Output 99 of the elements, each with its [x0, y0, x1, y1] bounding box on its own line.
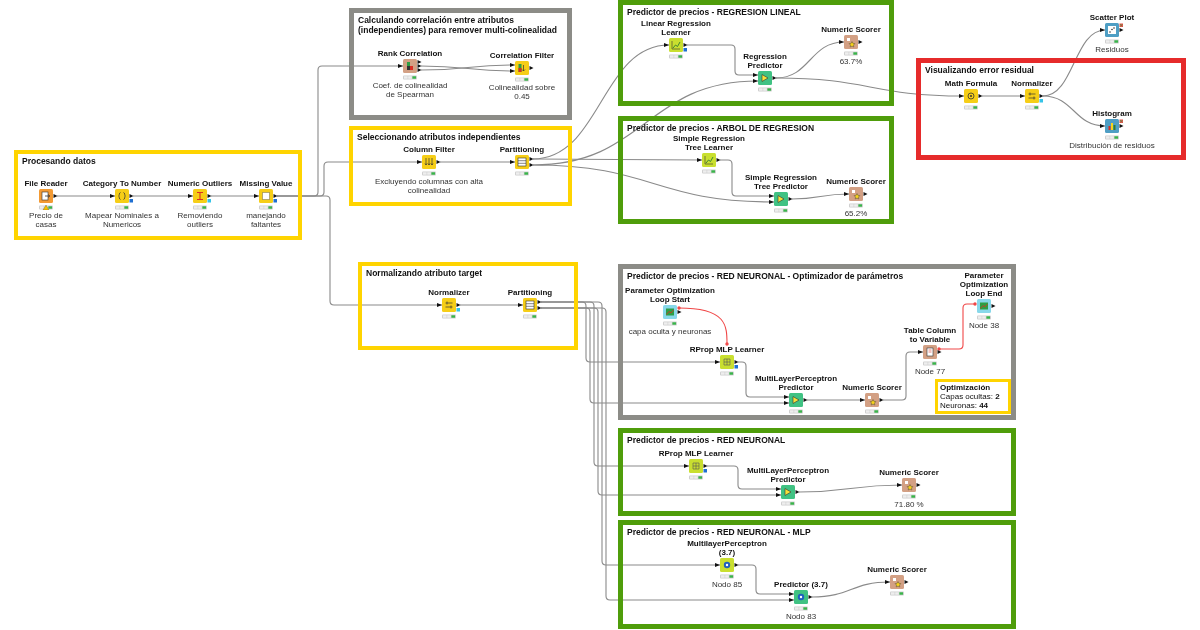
connection: [532, 164, 775, 204]
connection: [56, 194, 116, 198]
node-comment: Coef. de colinealidad de Spearman: [372, 81, 448, 99]
node-label: Scatter Plot: [1089, 13, 1135, 22]
connection: [540, 307, 795, 602]
group-title: Predictor de precios - REGRESION LINEAL: [627, 7, 801, 17]
connection: [1042, 95, 1106, 128]
node-label: Normalizer: [1011, 79, 1053, 88]
node-comment: capa oculta y neuronas: [628, 327, 712, 336]
node-label: MultiLayerPerceptron Predictor: [746, 466, 830, 484]
group-title: Predictor de precios - ARBOL DE REGRESION: [627, 123, 815, 133]
group-title: Predictor de precios - RED NEURONAL: [627, 435, 786, 445]
connection: [737, 564, 795, 596]
group-title: Visualizando error residual: [925, 65, 1034, 75]
node-label: Partitioning: [507, 288, 553, 297]
connection: [981, 94, 1026, 98]
node-label: Numeric Scorer: [879, 468, 939, 477]
node-label: Simple Regression Tree Learner: [672, 134, 746, 152]
connection: [132, 194, 194, 198]
group-title: Predictor de precios - RED NEURONAL - MLP: [627, 527, 811, 537]
node-label: RProp MLP Learner: [658, 449, 734, 458]
group-frame: [618, 116, 894, 224]
node-label: Normalizer: [428, 288, 470, 297]
connection: [737, 361, 790, 399]
node-label: Numeric Scorer: [867, 565, 927, 574]
connection: [706, 465, 782, 491]
group-frame: [358, 262, 578, 350]
variable-connection: [937, 302, 977, 351]
variable-connection: [677, 306, 729, 346]
node-comment: manejando faltantes: [245, 211, 287, 229]
node-label: MultilayerPerceptron (3.7): [686, 539, 768, 557]
note-frame: [935, 379, 1011, 414]
node-label: RProp MLP Learner: [689, 345, 765, 354]
group-title: Calculando correlación entre atributos (independientes) para remover multi-colinealidad: [358, 15, 558, 35]
connection: [775, 77, 965, 98]
node-label: Math Formula: [944, 79, 998, 88]
node-comment: 63.7%: [839, 57, 863, 66]
group-frame: [618, 428, 1016, 516]
connection: [811, 580, 891, 598]
node-label: Category To Number: [82, 179, 162, 188]
group-frame: [618, 520, 1016, 629]
group-title: Procesando datos: [22, 156, 96, 166]
connection: [532, 158, 703, 162]
connection: [459, 303, 524, 307]
node-label: Regression Predictor: [742, 52, 788, 70]
node-label: Missing Value: [239, 179, 293, 188]
connection: [276, 195, 443, 307]
node-comment: Excluyendo columnas con alta colinealidad: [374, 177, 484, 195]
node-label: Numeric Scorer: [826, 177, 886, 186]
node-label: Column Filter: [403, 145, 455, 154]
connection: [210, 194, 260, 198]
connection: [791, 192, 850, 200]
connection: [882, 350, 924, 401]
node-comment: 65.2%: [844, 209, 868, 218]
group-frame: [916, 58, 1186, 160]
note-text: Capas ocultas: 2: [940, 392, 1000, 401]
node-comment: Precio de casas: [28, 211, 64, 229]
node-label: Table Column to Variable: [902, 326, 958, 344]
connection: [719, 159, 775, 198]
node-label: Numeric Scorer: [842, 383, 902, 392]
group-frame: [14, 150, 302, 240]
group-title: Normalizando atributo target: [366, 268, 483, 278]
connection: [1042, 28, 1106, 97]
node-label: Numeric Scorer: [821, 25, 881, 34]
group-frame: [618, 0, 894, 106]
note-title: Optimización: [940, 383, 991, 392]
note-text: Neuronas: 44: [940, 401, 989, 410]
node-comment: Nodo 83: [785, 612, 817, 621]
node-comment: 71.80 %: [894, 500, 924, 509]
node-label: Linear Regression Learner: [640, 19, 712, 37]
connection: [439, 160, 516, 164]
node-label: Histogram: [1092, 109, 1132, 118]
connection: [540, 301, 721, 567]
node-comment: Removiendo outliers: [176, 211, 224, 229]
node-label: Parameter Optimization Loop Start: [624, 286, 716, 304]
node-comment: Node 38: [968, 321, 1000, 330]
node-label: Predictor (3.7): [774, 580, 828, 589]
node-label: MultiLayerPerceptron Predictor: [754, 374, 838, 392]
node-comment: Nodo 85: [711, 580, 743, 589]
node-comment: Node 77: [914, 367, 946, 376]
node-label: Partitioning: [499, 145, 545, 154]
node-comment: Mapear Nominales a Numericos: [84, 211, 160, 229]
group-frame: [349, 8, 572, 120]
node-label: File Reader: [24, 179, 68, 188]
group-title: Seleccionando atributos independientes: [357, 132, 521, 142]
node-label: Numeric Outliers: [167, 179, 233, 188]
group-title: Predictor de precios - RED NEURONAL - Optimizador de parámetros: [627, 271, 904, 281]
group-frame: [349, 126, 572, 206]
node-label: Correlation Filter: [489, 51, 555, 60]
connection: [686, 44, 759, 77]
node-label: Parameter Optimization Loop End: [958, 271, 1010, 298]
node-label: Rank Correlation: [377, 49, 443, 58]
connection: [798, 483, 903, 493]
connection: [806, 398, 866, 402]
node-comment: Residuos: [1095, 45, 1129, 54]
node-comment: Colinealidad sobre 0.45: [487, 83, 557, 101]
group-frame: [618, 264, 1016, 420]
node-label: Simple Regression Tree Predictor: [744, 173, 818, 191]
node-comment: Distribución de residuos: [1069, 141, 1155, 150]
